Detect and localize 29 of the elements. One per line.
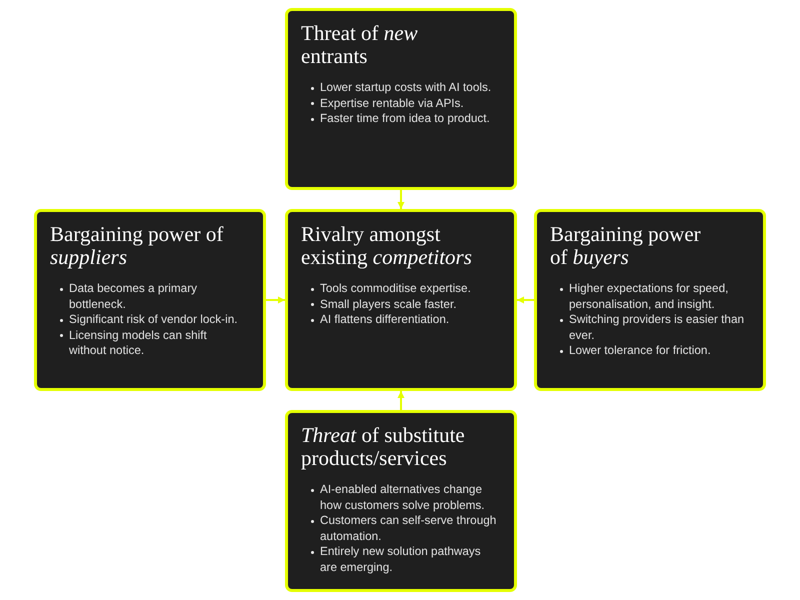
bullet-text: AI-enabled alternatives change how customers solve problems. xyxy=(320,482,486,513)
card-heading: Bargaining power of suppliers xyxy=(50,223,224,269)
force-card xyxy=(34,209,266,391)
bullet-text: Lower startup costs with AI tools. xyxy=(320,80,492,96)
bullet-text: Customers can self-serve through automation. xyxy=(320,513,498,544)
bullet-text: Faster time from idea to product. xyxy=(320,111,490,126)
bullet-text: AI flattens differentiation. xyxy=(320,312,450,328)
arrow xyxy=(398,190,404,209)
card-heading: Bargaining power of buyers xyxy=(550,223,702,269)
bullet-text: Data becomes a primary bottleneck. xyxy=(69,281,198,312)
force-card xyxy=(534,209,766,391)
bullet-text: Expertise rentable via APIs. xyxy=(320,96,464,111)
bullet-text: Tools commoditise expertise. xyxy=(320,281,471,296)
bullet-text: Lower tolerance for friction. xyxy=(569,343,711,358)
bullet-text: Small players scale faster. xyxy=(320,296,456,312)
bullet-text: Entirely new solution pathways are emerging. xyxy=(320,544,482,575)
arrow xyxy=(517,296,534,304)
force-card xyxy=(285,8,517,190)
arrow xyxy=(398,391,404,410)
card-heading: Threat of substitute products/services xyxy=(301,424,466,470)
force-card xyxy=(285,410,517,592)
bullet-text: Significant risk of vendor lock-in. xyxy=(69,312,238,328)
arrow xyxy=(266,296,285,304)
bullet-text: Switching providers is easier than ever. xyxy=(569,312,746,343)
bullet-text: Licensing models can shift without notice. xyxy=(69,328,208,358)
force-card xyxy=(285,209,517,391)
bullet-text: Higher expectations for speed, personalisation, and insight. xyxy=(569,281,730,312)
card-heading: Threat of new entrants xyxy=(301,22,419,68)
card-heading: Rivalry amongst existing competitors xyxy=(301,223,473,269)
